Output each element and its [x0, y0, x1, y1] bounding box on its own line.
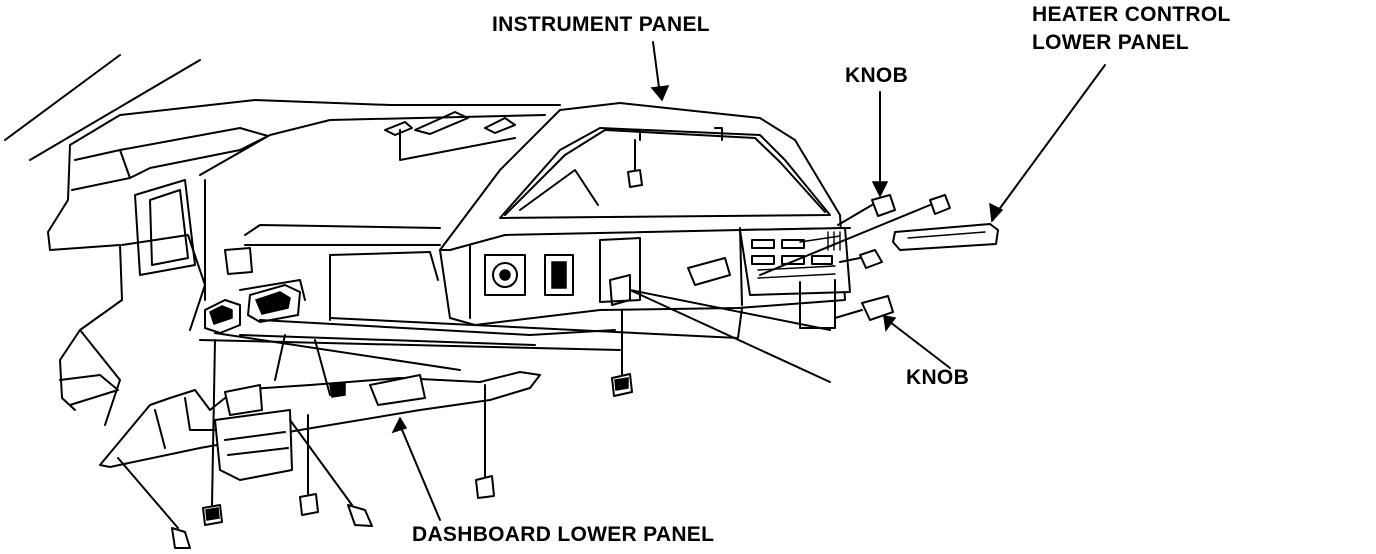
label-knob-lower: KNOB [906, 366, 970, 389]
screw-right [759, 194, 951, 276]
screw-center-lower [611, 309, 633, 397]
instrument-panel-bezel [439, 102, 851, 326]
label-heater-control-line1: HEATER CONTROL [1032, 3, 1231, 26]
defroster-vent [384, 111, 516, 161]
dashboard-body [47, 99, 561, 426]
callout-arrows [391, 41, 1106, 521]
screws-bottom [117, 339, 495, 549]
label-instrument-panel: INSTRUMENT PANEL [492, 13, 710, 36]
label-dashboard-lower-panel: DASHBOARD LOWER PANEL [412, 523, 715, 546]
label-heater-control-line2: LOWER PANEL [1032, 31, 1189, 54]
left-switches [204, 247, 301, 334]
knob-upper-part [837, 194, 896, 226]
label-knob-upper: KNOB [845, 64, 909, 87]
knob-lower-part [799, 279, 894, 329]
dashboard-lower-panel [99, 334, 541, 481]
windshield-lines [4, 54, 201, 161]
leader-lines [199, 289, 831, 383]
screw-upper [627, 139, 643, 188]
heater-control-lower-panel [892, 223, 999, 251]
